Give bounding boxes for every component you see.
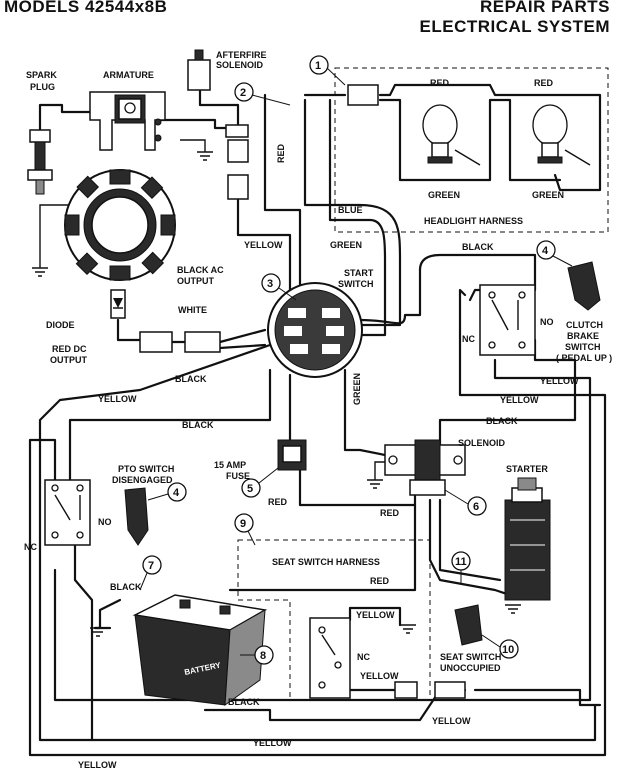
label-yellow-right1: YELLOW	[540, 376, 579, 386]
label-red-fuse: RED	[268, 497, 288, 507]
label-pedal-up: ( PEDAL UP )	[556, 353, 612, 363]
label-plug: PLUG	[30, 82, 55, 92]
headlight-left	[347, 84, 481, 166]
callout-6: 6	[473, 501, 479, 513]
label-black-top: BLACK	[462, 242, 494, 252]
callout-8: 8	[260, 650, 266, 662]
label-yellow-right2: YELLOW	[500, 395, 539, 405]
label-solenoid: SOLENOID	[458, 438, 506, 448]
afterfire-solenoid	[187, 49, 249, 200]
label-black-ac: BLACK AC	[177, 265, 224, 275]
callout-1: 1	[315, 60, 321, 72]
callout-9: 9	[240, 518, 246, 530]
callout-4b: 4	[173, 487, 180, 499]
callout-4a: 4	[542, 245, 549, 257]
label-black-stator: BLACK	[175, 374, 207, 384]
label-armature: ARMATURE	[103, 70, 154, 80]
headlight-right	[532, 104, 591, 166]
label-pto-switch: PTO SWITCH	[118, 464, 174, 474]
label-white: WHITE	[178, 305, 207, 315]
label-unoccupied: UNOCCUPIED	[440, 663, 501, 673]
label-black-mid: BLACK	[182, 420, 214, 430]
stator-connector-left	[139, 331, 173, 353]
label-stator: STATOR	[105, 220, 141, 230]
label-disengaged: DISENGAGED	[112, 475, 173, 485]
callout-3: 3	[267, 278, 273, 290]
label-green-vertical: GREEN	[352, 373, 362, 405]
label-yellow-bottom1: YELLOW	[432, 716, 471, 726]
label-yellow-seat1: YELLOW	[356, 610, 395, 620]
label-no-right: NO	[540, 317, 554, 327]
label-red-hl1: RED	[430, 78, 450, 88]
label-red-dc-output: OUTPUT	[50, 355, 88, 365]
models-title: MODELS 42544x8B	[4, 0, 168, 16]
label-nc-right: NC	[462, 334, 475, 344]
label-start: START	[344, 268, 374, 278]
label-brake: BRAKE	[567, 331, 599, 341]
repair-parts-title: REPAIR PARTS	[479, 0, 610, 16]
label-clutch: CLUTCH	[566, 320, 603, 330]
label-red-hl2: RED	[534, 78, 554, 88]
label-headlight-harness: HEADLIGHT HARNESS	[424, 216, 523, 226]
label-15-amp: 15 AMP	[214, 460, 246, 470]
label-red-dc: RED DC	[52, 344, 87, 354]
pto-switch	[44, 479, 149, 546]
label-red-vertical: RED	[276, 143, 286, 163]
label-starter: STARTER	[506, 464, 548, 474]
label-clutch-switch: SWITCH	[565, 342, 601, 352]
label-yellow-bottom3: YELLOW	[78, 760, 117, 770]
label-yellow-bottom2: YELLOW	[253, 738, 292, 748]
stator-connector-right	[184, 331, 221, 353]
callout-10: 10	[502, 644, 514, 656]
label-spark: SPARK	[26, 70, 57, 80]
label-blue: BLUE	[338, 205, 363, 215]
seat-switch-harness-box	[237, 539, 431, 701]
label-red-solenoid: RED	[380, 508, 400, 518]
label-nc-left: NC	[24, 542, 37, 552]
seat-switch	[309, 604, 483, 699]
label-output: OUTPUT	[177, 276, 215, 286]
label-green-hl1: GREEN	[428, 190, 460, 200]
label-red-seat: RED	[370, 576, 390, 586]
headlight-harness-box	[334, 67, 609, 233]
electrical-system-title: ELECTRICAL SYSTEM	[419, 17, 610, 36]
label-yellow-seat2: YELLOW	[360, 671, 399, 681]
start-switch	[267, 282, 363, 378]
armature	[89, 91, 166, 151]
label-green-mid: GREEN	[330, 240, 362, 250]
label-black-right: BLACK	[486, 416, 518, 426]
fuse	[277, 439, 307, 471]
starter-motor	[504, 477, 551, 601]
label-no-left: NO	[98, 517, 112, 527]
label-seat-switch-harness: SEAT SWITCH HARNESS	[272, 557, 380, 567]
label-yellow-top: YELLOW	[244, 240, 283, 250]
label-nc-seat: NC	[357, 652, 370, 662]
callout-2: 2	[240, 87, 246, 99]
callouts: 1 2 3 4 4 5 6 7 8 9 10 11	[139, 55, 573, 665]
label-afterfire-solenoid: SOLENOID	[216, 60, 264, 70]
label-diode: DIODE	[46, 320, 75, 330]
label-seat-switch: SEAT SWITCH	[440, 652, 501, 662]
callout-11: 11	[455, 556, 467, 568]
callout-5: 5	[247, 483, 253, 495]
stator	[64, 169, 176, 281]
wires	[28, 83, 607, 757]
label-switch: SWITCH	[338, 279, 374, 289]
callout-7: 7	[148, 560, 154, 572]
solenoid	[384, 439, 466, 496]
spark-plug	[27, 129, 53, 195]
label-green-hl2: GREEN	[532, 190, 564, 200]
label-fuse: FUSE	[226, 471, 250, 481]
label-yellow-left: YELLOW	[98, 394, 137, 404]
clutch-brake-switch	[479, 261, 601, 356]
ground-symbols	[32, 151, 521, 637]
label-afterfire: AFTERFIRE	[216, 50, 267, 60]
label-black-battery: BLACK	[110, 582, 142, 592]
diode	[110, 289, 126, 319]
battery	[132, 594, 268, 707]
label-black-bottom: BLACK	[228, 697, 260, 707]
